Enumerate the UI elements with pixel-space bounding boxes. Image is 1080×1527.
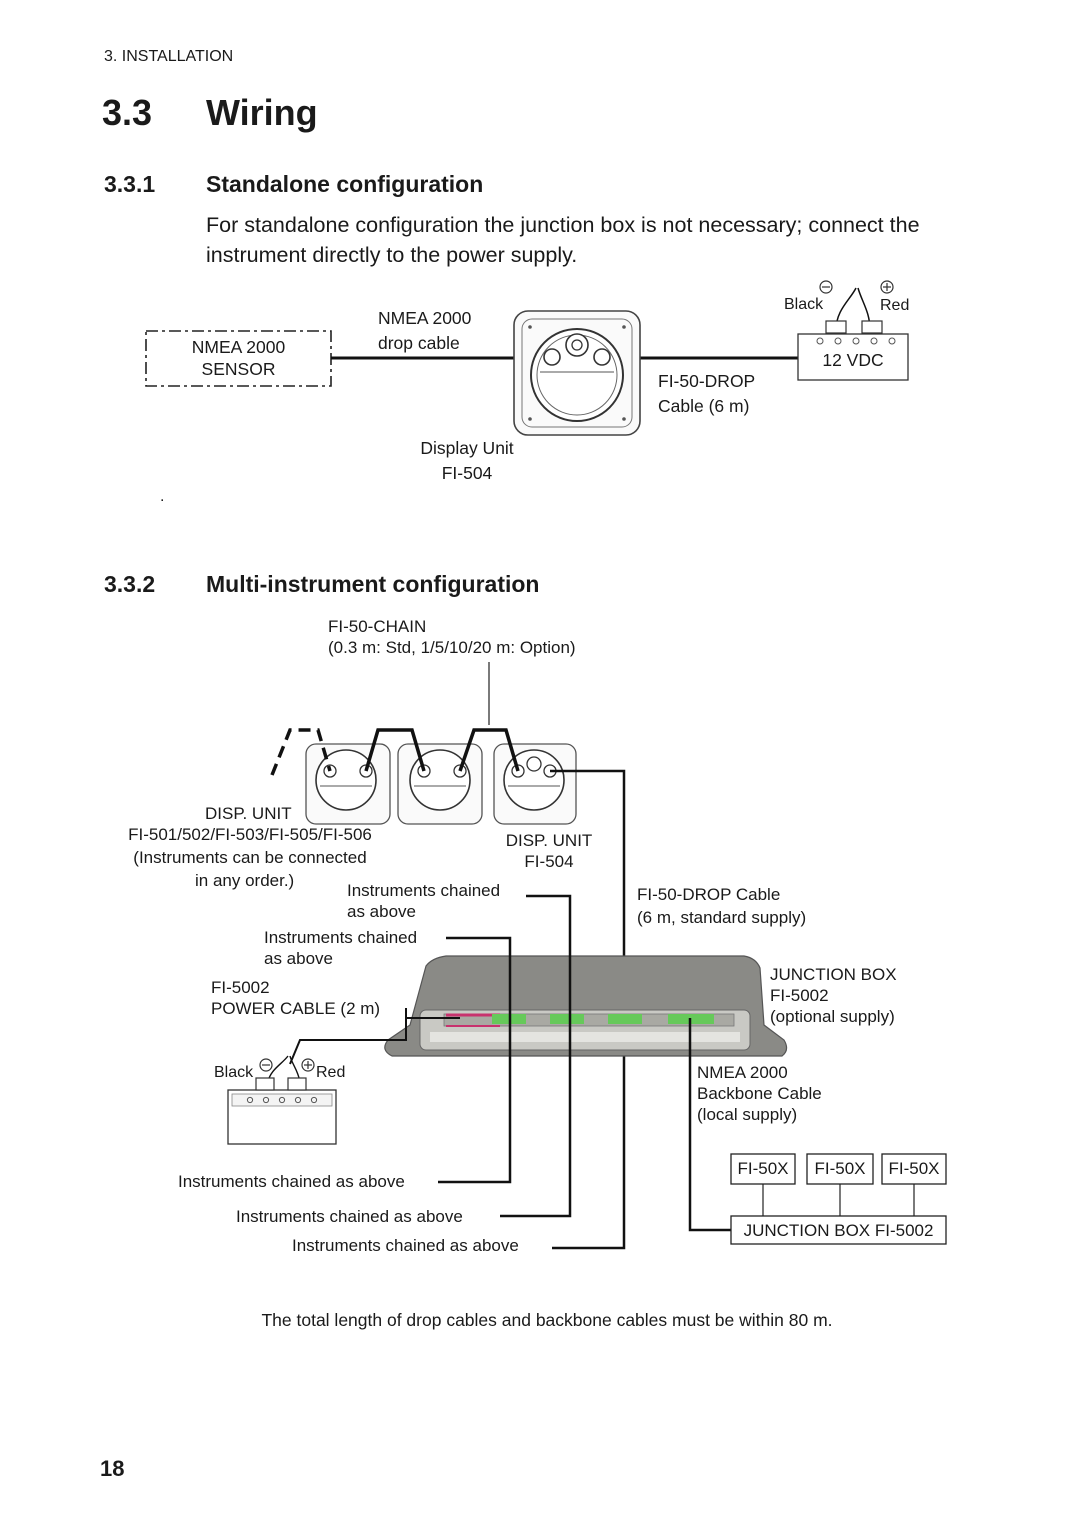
battery-cell bbox=[852, 337, 860, 345]
sensor-label-line2: SENSOR bbox=[201, 359, 276, 379]
battery-cell bbox=[834, 337, 842, 345]
chain-cable-dashed bbox=[270, 728, 332, 776]
battery-cell bbox=[888, 337, 896, 345]
display-unit-2 bbox=[397, 743, 483, 825]
battery-cell bbox=[870, 337, 878, 345]
battery-black-label: Black bbox=[784, 296, 824, 313]
drop-label-line1: NMEA 2000 bbox=[378, 308, 472, 328]
fidrop-label-line1: FI-50-DROP bbox=[658, 371, 756, 391]
fi50x-label-3: FI-50X bbox=[888, 1159, 940, 1178]
chained-label-d: Instruments chained as above bbox=[236, 1207, 463, 1226]
battery-terminal-right bbox=[861, 320, 883, 334]
fi50x-box bbox=[881, 1153, 947, 1185]
nmea-drop-cable-label: NMEA 2000 drop cable bbox=[378, 307, 471, 354]
display-label-line1: Display Unit bbox=[420, 438, 514, 458]
chained-a-line2: as above bbox=[347, 902, 416, 921]
disp-unit-group-label: DISP. UNIT FI-501/502/FI-503/FI-505/FI-5… bbox=[100, 803, 400, 891]
chained-cable-a bbox=[500, 894, 572, 1218]
disp-unit-b: DISP. UNIT bbox=[505, 831, 593, 850]
chain-label-line1: FI-50-CHAIN bbox=[328, 617, 427, 636]
standalone-description: For standalone configuration the junctio… bbox=[206, 213, 920, 267]
section-title: Wiring bbox=[206, 92, 318, 133]
chapter-header: 3. INSTALLATION bbox=[104, 48, 234, 65]
page-number: 18 bbox=[100, 1456, 125, 1481]
disp-model-b: FI-504 bbox=[524, 852, 574, 871]
backbone-cable-label: NMEA 2000 Backbone Cable (local supply) bbox=[697, 1062, 822, 1125]
order-line1: (Instruments can be connected bbox=[133, 848, 367, 867]
display-unit-fi504 bbox=[493, 743, 577, 825]
battery2-red-label: Red bbox=[316, 1064, 346, 1081]
chain-cable-1 bbox=[364, 728, 426, 772]
jb-line1: JUNCTION BOX bbox=[770, 965, 897, 984]
nmea-backbone-cable bbox=[688, 1018, 736, 1232]
chained-label-b: Instruments chained as above bbox=[264, 927, 417, 969]
drop-label-line2: drop cable bbox=[378, 333, 460, 353]
backbone-line2: Backbone Cable bbox=[697, 1084, 822, 1103]
chained-label-a: Instruments chained as above bbox=[347, 880, 500, 922]
backbone-line3: (local supply) bbox=[697, 1105, 798, 1124]
minus-icon bbox=[819, 280, 833, 294]
cable-length-note: The total length of drop cables and back… bbox=[261, 1310, 833, 1330]
chained-b-line2: as above bbox=[264, 949, 333, 968]
subsection-title: Multi-instrument configuration bbox=[206, 571, 540, 597]
stray-mark: . bbox=[160, 488, 165, 505]
power-line2: POWER CABLE (2 m) bbox=[211, 999, 381, 1018]
sensor-label: NMEA 2000 SENSOR bbox=[146, 336, 331, 380]
junction-box bbox=[384, 955, 788, 1057]
junction-box-label: JUNCTION BOX FI-5002 (optional supply) bbox=[770, 964, 897, 1027]
order-line2: in any order.) bbox=[195, 871, 295, 890]
fidrop-label-line2: Cable (6 m) bbox=[658, 396, 750, 416]
plus-icon bbox=[301, 1058, 315, 1072]
jb-line3: (optional supply) bbox=[770, 1007, 895, 1026]
chained-b-line1: Instruments chained bbox=[264, 928, 418, 947]
battery2-black-label: Black bbox=[214, 1064, 254, 1081]
disp-unit-fi504-label: DISP. UNIT FI-504 bbox=[490, 830, 608, 872]
minus-icon bbox=[259, 1058, 273, 1072]
disp-models-a: FI-501/502/FI-503/FI-505/FI-506 bbox=[128, 825, 372, 844]
subsection-heading-standalone: 3.3.1 Standalone configuration bbox=[104, 171, 483, 198]
junction-box-bottom bbox=[730, 1215, 947, 1245]
battery-terminal-left bbox=[825, 320, 847, 334]
subsection-heading-multi: 3.3.2 Multi-instrument configuration bbox=[104, 571, 539, 598]
fi50-drop-cable-label: FI-50-DROP Cable (6 m, standard supply) bbox=[637, 884, 806, 928]
power-cable-label: FI-5002 POWER CABLE (2 m) bbox=[211, 977, 380, 1019]
sensor-label-line1: NMEA 2000 bbox=[191, 337, 286, 357]
power-line1: FI-5002 bbox=[211, 978, 270, 997]
jb-line2: FI-5002 bbox=[770, 986, 829, 1005]
power-cable-to-battery bbox=[289, 1018, 407, 1065]
battery-red-label: Red bbox=[880, 297, 910, 314]
subsection-number: 3.3.2 bbox=[104, 571, 156, 597]
drop2-line2: (6 m, standard supply) bbox=[637, 908, 807, 927]
junction-box-bottom-label: JUNCTION BOX FI-5002 bbox=[743, 1221, 934, 1240]
chained-label-c: Instruments chained as above bbox=[178, 1172, 405, 1191]
battery-cell bbox=[816, 337, 824, 345]
chained-label-e: Instruments chained as above bbox=[292, 1236, 519, 1255]
fi50x-label-2: FI-50X bbox=[814, 1159, 866, 1178]
drop2-line1: FI-50-DROP Cable bbox=[637, 885, 781, 904]
display-unit-fi504 bbox=[513, 310, 641, 436]
chain-label-line2: (0.3 m: Std, 1/5/10/20 m: Option) bbox=[328, 638, 576, 657]
disp-unit-a: DISP. UNIT bbox=[205, 804, 292, 823]
chained-a-line1: Instruments chained bbox=[347, 881, 501, 900]
fi50x-label-1: FI-50X bbox=[737, 1159, 789, 1178]
display-label-line2: FI-504 bbox=[441, 463, 493, 483]
fi50-chain-label: FI-50-CHAIN (0.3 m: Std, 1/5/10/20 m: Op… bbox=[328, 616, 576, 658]
section-number: 3.3 bbox=[102, 92, 153, 133]
subsection-number: 3.3.1 bbox=[104, 171, 156, 197]
chained-cable-b bbox=[438, 936, 512, 1184]
section-heading: 3.3 Wiring bbox=[102, 92, 318, 134]
subsection-title: Standalone configuration bbox=[206, 171, 484, 197]
plus-icon bbox=[880, 280, 894, 294]
battery-terminal-right bbox=[287, 1077, 307, 1091]
battery-terminal-left bbox=[255, 1077, 275, 1091]
fi50-drop-label: FI-50-DROP Cable (6 m) bbox=[658, 370, 755, 417]
battery-voltage-label: 12 VDC bbox=[822, 350, 884, 370]
chain-cable-2 bbox=[458, 728, 520, 772]
backbone-line1: NMEA 2000 bbox=[697, 1063, 788, 1082]
display-unit-label: Display Unit FI-504 bbox=[395, 437, 539, 484]
